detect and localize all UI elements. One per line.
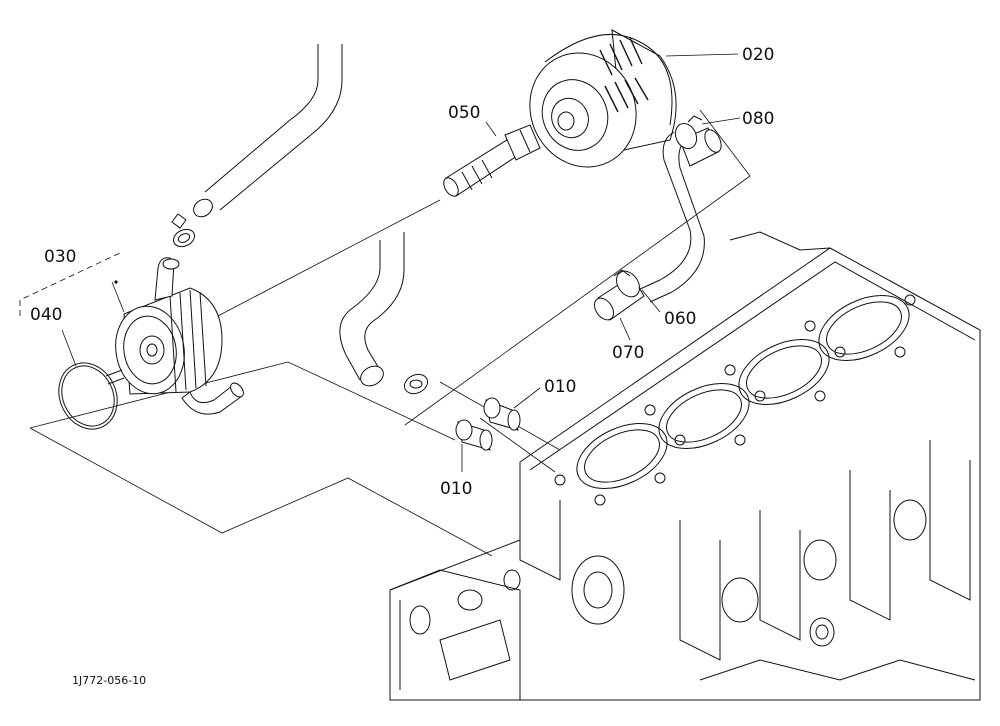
callout-040: 040 xyxy=(30,305,62,325)
middle-oil-hose xyxy=(339,232,429,395)
oil-filter-cartridge xyxy=(529,29,677,168)
callout-010-lower: 010 xyxy=(440,479,472,499)
callout-070: 070 xyxy=(612,343,644,363)
oil-cooler xyxy=(105,257,244,415)
fitting-lower xyxy=(455,419,493,451)
head-bolt-holes xyxy=(554,294,916,506)
callout-020: 020 xyxy=(742,45,774,65)
upper-oil-hose xyxy=(193,44,343,218)
callout-010-upper: 010 xyxy=(544,377,576,397)
engine-block xyxy=(389,231,981,701)
callout-080: 080 xyxy=(742,109,774,129)
oil-pipe xyxy=(637,131,705,303)
front-cover xyxy=(389,569,521,700)
block-side-features xyxy=(519,440,976,681)
o-ring xyxy=(58,362,118,430)
pipe-joint-nipple xyxy=(443,124,541,197)
callout-050: 050 xyxy=(448,103,480,123)
callout-030: 030 xyxy=(44,247,76,267)
oil-hose-with-clamp xyxy=(593,269,645,321)
fitting-upper xyxy=(483,397,521,431)
upper-hose-with-clamp xyxy=(674,115,722,167)
callout-leaders xyxy=(19,53,741,472)
drawing-reference-code: 1J772-056-10 xyxy=(72,674,146,687)
callout-060: 060 xyxy=(664,309,696,329)
hose-clamp-cooler xyxy=(171,213,196,248)
cylinder-bores xyxy=(576,295,910,489)
oil-filter-grip-band xyxy=(599,37,649,113)
